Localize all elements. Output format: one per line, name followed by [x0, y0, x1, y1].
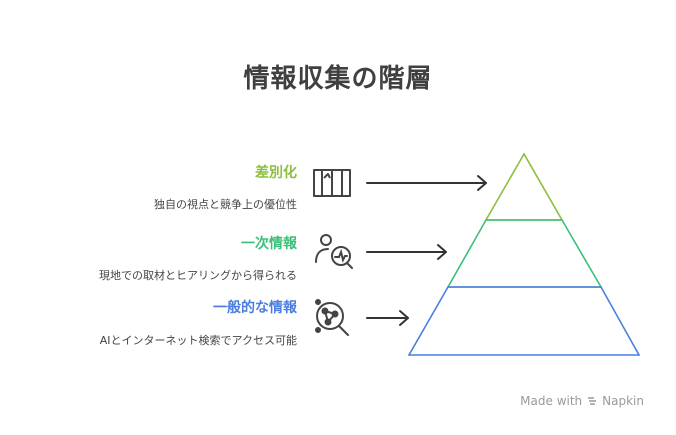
diagram-title: 情報収集の階層: [243, 64, 433, 94]
level-label-differentiation: 差別化: [255, 165, 297, 181]
level-label-general-info: 一般的な情報: [213, 300, 297, 316]
level-desc-primary-info: 現地での取材とヒアリングから得られる: [99, 269, 297, 282]
napkin-logo-icon: [588, 397, 597, 405]
arrow-level-1: [366, 175, 487, 191]
columns-icon: [313, 169, 351, 197]
arrow-level-3: [366, 310, 409, 326]
level-desc-differentiation: 独自の視点と競争上の優位性: [154, 198, 297, 211]
search-network-icon: [315, 299, 349, 336]
footer-made-with: Made with: [520, 394, 583, 408]
level-desc-general-info: AIとインターネット検索でアクセス可能: [99, 334, 297, 347]
pyramid-tier-top: [484, 152, 564, 221]
pyramid-tier-middle: [446, 219, 603, 288]
level-label-primary-info: 一次情報: [241, 236, 297, 252]
person-analytics-icon: [315, 234, 353, 269]
arrow-level-2: [366, 244, 447, 260]
footer-brand: Napkin: [602, 394, 644, 408]
footer-attribution[interactable]: Made with Napkin: [520, 394, 644, 408]
pyramid-tier-bottom: [407, 286, 641, 356]
